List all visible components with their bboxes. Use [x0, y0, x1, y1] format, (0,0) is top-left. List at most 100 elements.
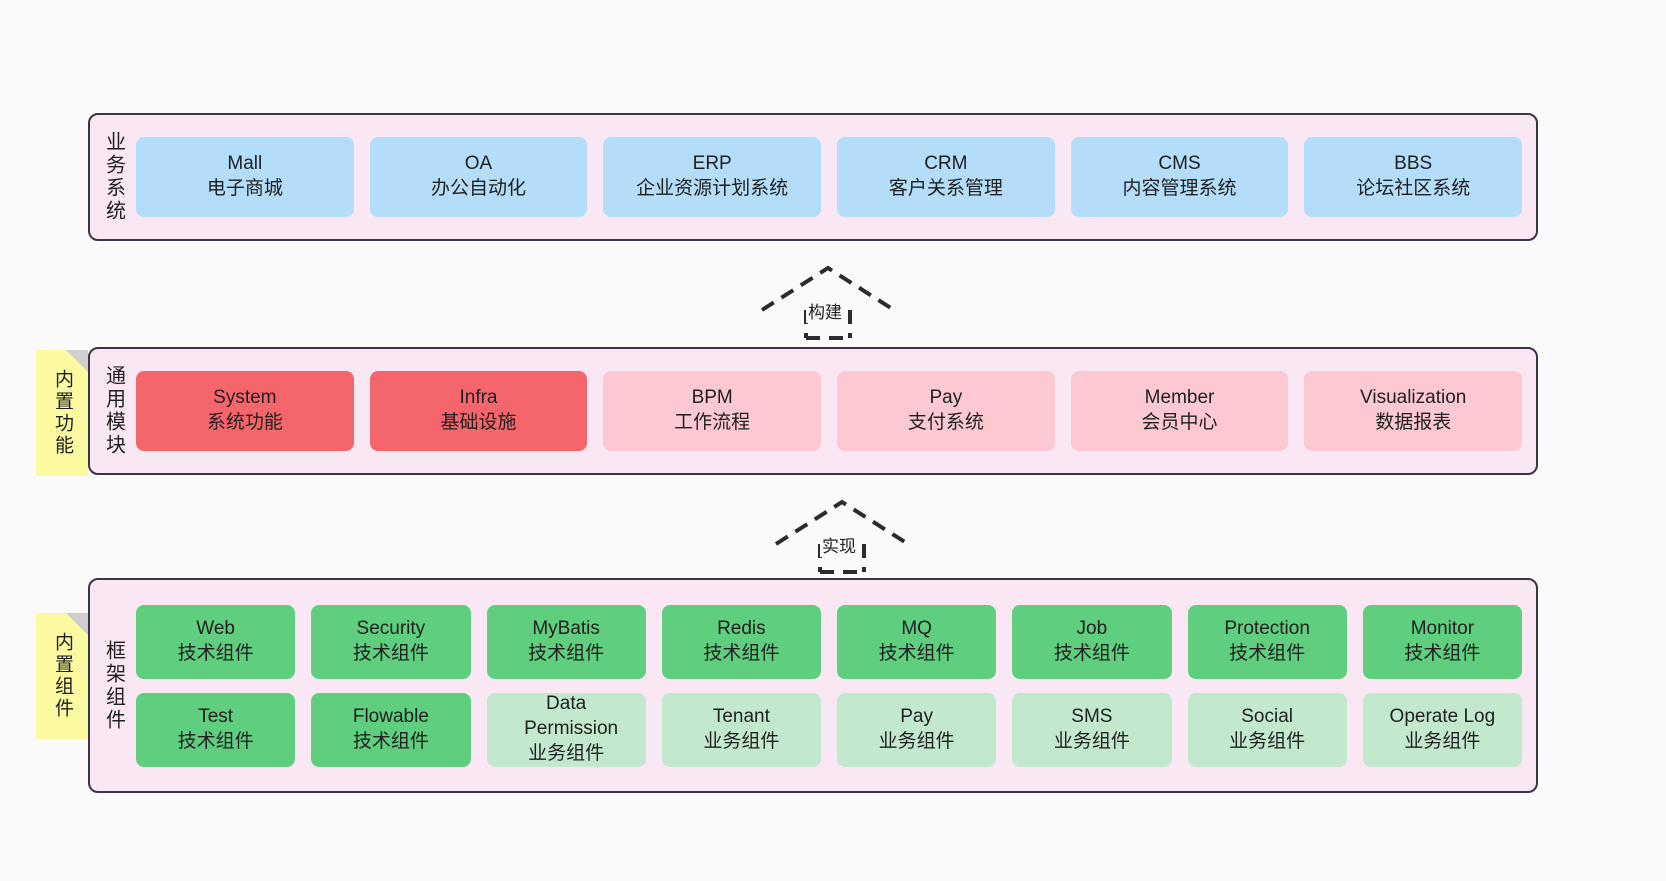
- card-title: Member: [1144, 387, 1215, 409]
- card-security[interactable]: Security 技术组件: [311, 604, 471, 679]
- note-label: 内置组件: [51, 632, 73, 720]
- card-infra[interactable]: Infra 基础设施: [369, 371, 588, 451]
- connector-stem: [804, 308, 852, 340]
- card-subtitle: 业务组件: [1404, 730, 1481, 752]
- card-title: Pay: [929, 387, 963, 409]
- card-title: Tenant: [712, 705, 770, 727]
- card-system[interactable]: System 系统功能: [136, 371, 354, 451]
- card-subtitle: 技术组件: [528, 642, 605, 664]
- card-tenant[interactable]: Tenant 业务组件: [661, 692, 821, 767]
- connector-stem: [818, 542, 866, 574]
- card-mybatis[interactable]: MyBatis 技术组件: [486, 604, 646, 679]
- card-subtitle: 技术组件: [1229, 642, 1306, 664]
- note-builtin-components: 内置组件: [36, 613, 88, 739]
- card-subtitle: 支付系统: [907, 412, 984, 433]
- card-redis[interactable]: Redis 技术组件: [661, 604, 821, 679]
- layer-title-framework-components: 框架组件: [102, 639, 125, 732]
- connector-build: 构建: [758, 262, 898, 340]
- card-pay[interactable]: Pay 支付系统: [837, 371, 1055, 451]
- card-title: Test: [198, 705, 234, 727]
- connector-implement-label: 实现: [820, 532, 858, 557]
- card-subtitle: 企业资源计划系统: [636, 178, 789, 199]
- card-subtitle: 业务组件: [1053, 730, 1130, 752]
- card-title: OA: [464, 153, 493, 175]
- card-subtitle: 技术组件: [1053, 642, 1130, 664]
- generalization-arrowhead: [774, 499, 910, 546]
- card-subtitle: 技术组件: [352, 642, 429, 664]
- card-subtitle: 技术组件: [352, 730, 429, 752]
- card-flowable[interactable]: Flowable 技术组件: [311, 692, 471, 767]
- card-subtitle: 论坛社区系统: [1356, 178, 1471, 199]
- card-sms[interactable]: SMS 业务组件: [1012, 692, 1172, 767]
- card-title: Job: [1076, 617, 1108, 639]
- layer-body-framework-components: Web 技术组件 Security 技术组件 MyBatis 技术组件 Redi…: [136, 580, 1536, 791]
- layer-body-business-systems: Mall 电子商城 OA 办公自动化 ERP 企业资源计划系统 CRM 客户关系…: [136, 115, 1536, 239]
- layer-business-systems: 业务系统 Mall 电子商城 OA 办公自动化 ERP 企业资源计划系统 CRM…: [88, 113, 1538, 241]
- card-subtitle: 内容管理系统: [1122, 178, 1237, 199]
- card-title: CMS: [1158, 153, 1201, 175]
- card-title: Redis: [717, 617, 766, 639]
- layer-framework-components: 框架组件 Web 技术组件 Security 技术组件 MyBatis 技术组件: [88, 578, 1538, 793]
- note-fold-icon: [66, 350, 88, 372]
- card-subtitle: 会员中心: [1141, 412, 1218, 433]
- card-rows: Web 技术组件 Security 技术组件 MyBatis 技术组件 Redi…: [136, 604, 1522, 767]
- card-title: Mall: [227, 153, 263, 175]
- card-web[interactable]: Web 技术组件: [136, 604, 296, 679]
- card-title: BBS: [1394, 153, 1433, 175]
- card-title: Monitor: [1410, 617, 1475, 639]
- card-row-business: Test 技术组件 Flowable 技术组件 Data Permission …: [136, 692, 1522, 767]
- card-title: ERP: [692, 153, 732, 175]
- card-subtitle: 技术组件: [177, 642, 254, 664]
- note-label: 内置功能: [51, 369, 73, 457]
- card-subtitle: 系统功能: [206, 412, 283, 433]
- card-subtitle: 技术组件: [703, 642, 780, 664]
- card-subtitle: 客户关系管理: [888, 178, 1003, 199]
- card-crm[interactable]: CRM 客户关系管理: [837, 137, 1055, 217]
- card-subtitle: 数据报表: [1375, 412, 1452, 433]
- card-visualization[interactable]: Visualization 数据报表: [1304, 371, 1523, 451]
- layer-common-modules: 通用模块 System 系统功能 Infra 基础设施 BPM 工作流程 Pay…: [88, 347, 1538, 475]
- card-pay-business[interactable]: Pay 业务组件: [837, 692, 997, 767]
- card-monitor[interactable]: Monitor 技术组件: [1362, 604, 1522, 679]
- card-title: BPM: [691, 387, 733, 409]
- card-subtitle: 办公自动化: [431, 178, 527, 199]
- card-title: Data Permission: [524, 693, 619, 740]
- card-row-tech: Web 技术组件 Security 技术组件 MyBatis 技术组件 Redi…: [136, 604, 1522, 679]
- card-protection[interactable]: Protection 技术组件: [1187, 604, 1347, 679]
- card-title: Social: [1241, 705, 1293, 727]
- card-title: System: [213, 387, 277, 409]
- connector-build-label: 构建: [806, 298, 844, 323]
- card-oa[interactable]: OA 办公自动化: [369, 137, 588, 217]
- card-subtitle: 业务组件: [1229, 730, 1306, 752]
- card-mall[interactable]: Mall 电子商城: [136, 137, 354, 217]
- card-erp[interactable]: ERP 企业资源计划系统: [603, 137, 822, 217]
- card-title: Flowable: [352, 705, 429, 727]
- card-subtitle: 基础设施: [440, 412, 517, 433]
- card-mq[interactable]: MQ 技术组件: [837, 604, 997, 679]
- generalization-arrowhead: [760, 265, 896, 312]
- card-row: System 系统功能 Infra 基础设施 BPM 工作流程 Pay 支付系统…: [136, 371, 1523, 451]
- card-title: MyBatis: [532, 617, 600, 639]
- card-cms[interactable]: CMS 内容管理系统: [1070, 137, 1289, 217]
- card-social[interactable]: Social 业务组件: [1187, 692, 1347, 767]
- card-title: Protection: [1224, 617, 1310, 639]
- card-title: Pay: [900, 705, 933, 727]
- card-subtitle: 技术组件: [1404, 642, 1481, 664]
- card-title: Visualization: [1360, 387, 1467, 409]
- card-bpm[interactable]: BPM 工作流程: [603, 371, 822, 451]
- card-test[interactable]: Test 技术组件: [136, 692, 296, 767]
- card-subtitle: 业务组件: [878, 730, 955, 752]
- card-operate-log[interactable]: Operate Log 业务组件: [1362, 692, 1522, 767]
- card-data-permission[interactable]: Data Permission 业务组件: [486, 692, 646, 767]
- layer-body-common-modules: System 系统功能 Infra 基础设施 BPM 工作流程 Pay 支付系统…: [136, 349, 1536, 473]
- connector-implement: 实现: [772, 496, 912, 574]
- card-job[interactable]: Job 技术组件: [1012, 604, 1172, 679]
- card-title: Web: [196, 617, 235, 639]
- card-member[interactable]: Member 会员中心: [1070, 371, 1289, 451]
- note-builtin-features: 内置功能: [36, 350, 88, 476]
- card-bbs[interactable]: BBS 论坛社区系统: [1304, 137, 1523, 217]
- card-subtitle: 工作流程: [674, 412, 751, 433]
- layer-title-common-modules: 通用模块: [102, 365, 125, 457]
- card-subtitle: 业务组件: [703, 730, 780, 752]
